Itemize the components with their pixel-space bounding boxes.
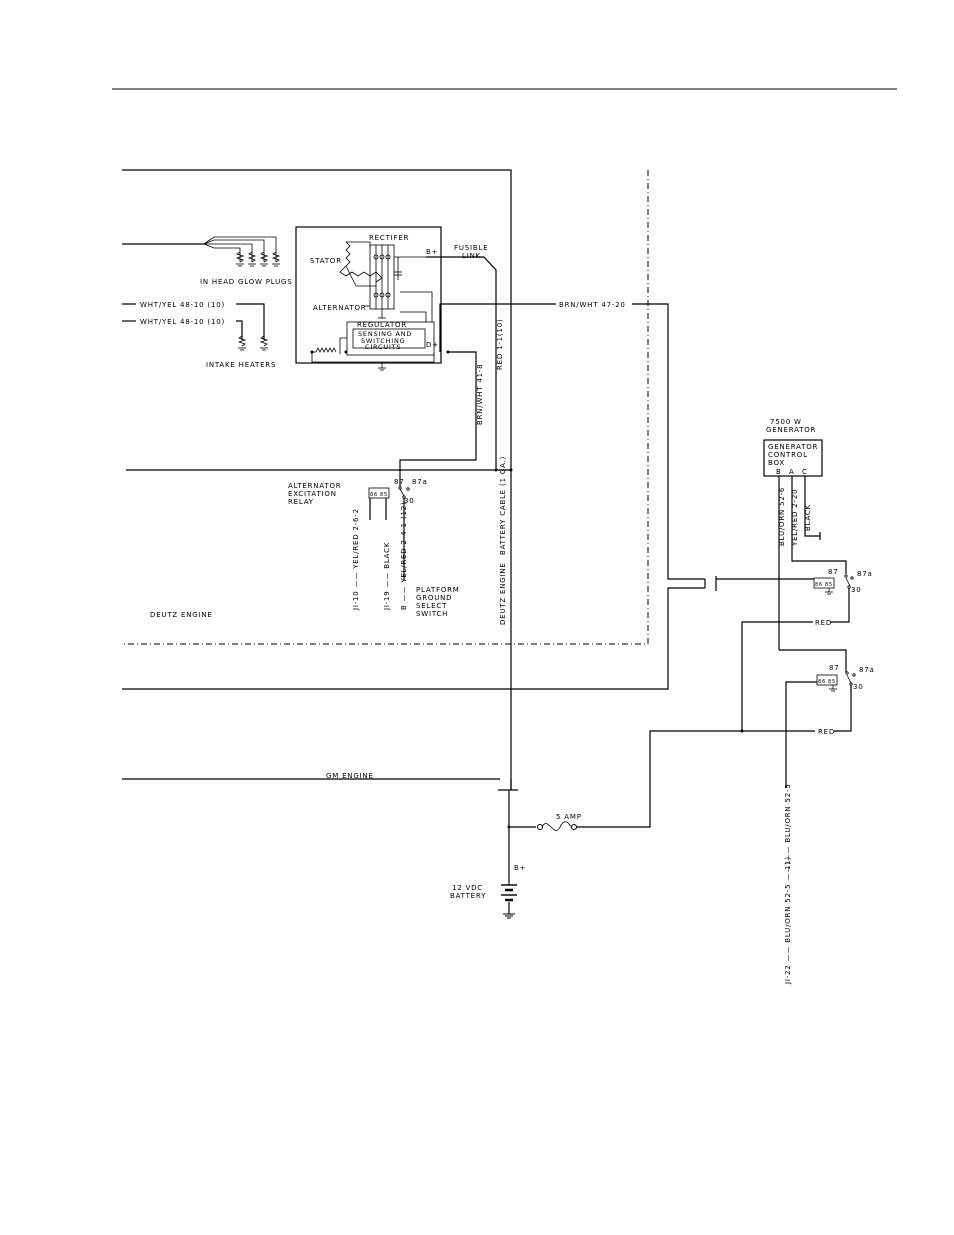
fuse-terminal-right	[571, 824, 577, 830]
generator-title-line1: 7500 W	[770, 418, 802, 426]
gen-relay-upper-86: 86	[815, 582, 823, 588]
glow-plugs-label: IN HEAD GLOW PLUGS	[200, 278, 293, 286]
sensing-line1: SENSING AND	[358, 330, 412, 338]
relay-term-87a: 87a	[412, 478, 428, 486]
deutz-engine-label: DEUTZ ENGINE	[150, 611, 213, 619]
fusible-line1: FUSIBLE	[454, 244, 488, 252]
fusible-link: FUSIBLE LINK RED 1-1(10)	[426, 244, 504, 470]
stator-coil	[339, 241, 383, 283]
generator-control-box: 7500 W GENERATOR GENERATOR CONTROL BOX B…	[763, 418, 847, 650]
wire-black-label: BLACK	[804, 504, 812, 531]
wire-2-20-label: YEL/RED 2-20	[791, 489, 799, 547]
field-coil	[315, 347, 337, 353]
relay-name-line3: RELAY	[288, 498, 314, 506]
relay-term-87: 87	[394, 478, 405, 486]
battery-symbol	[501, 884, 517, 919]
red-1-label: RED	[815, 619, 832, 627]
fuse-5amp-label: 5 AMP	[556, 813, 582, 821]
sensing-circuits-box	[352, 328, 426, 349]
alternator-excitation-relay: ALTERNATOR EXCITATION RELAY 86 85 87 87a…	[126, 456, 513, 618]
fuse-terminal-left	[537, 824, 543, 830]
intake-heaters-label: INTAKE HEATERS	[206, 361, 276, 369]
gen-relay-lower-86: 86	[818, 679, 826, 685]
regulator-label: REGULATOR	[357, 321, 407, 329]
wire-48-10-b-label: WHT/YEL 48-10 (10)	[140, 318, 225, 326]
platform-line1: PLATFORM	[416, 586, 460, 594]
b-plus-alternator-label: B+	[426, 248, 438, 256]
relay-term-86: 86	[370, 492, 378, 498]
wire-47-20: BRN/WHT 47-20 BRN/WHT 41-8	[399, 301, 706, 588]
stator-label: STATOR	[310, 257, 342, 265]
platform-line3: SELECT	[416, 602, 447, 610]
deutz-engine-region: DEUTZ ENGINE DEUTZ ENGINE	[122, 169, 649, 790]
gen-relay-upper-87a: 87a	[857, 570, 873, 578]
gen-relay-upper-87: 87	[828, 568, 839, 576]
relay-name-line1: ALTERNATOR	[288, 482, 341, 490]
wire-52-5-top-label: 1)—— BLU/ORN 52-5	[784, 783, 792, 870]
battery-line1: 12 VDC	[452, 884, 483, 892]
relay-term-30: 30	[404, 497, 415, 505]
wire-41-8-label: BRN/WHT 41-8	[476, 364, 484, 425]
glow-plugs: IN HEAD GLOW PLUGS	[122, 236, 293, 286]
relay-coil-box	[368, 487, 390, 499]
gcb-pin-b: B	[776, 468, 782, 476]
platform-line2: GROUND	[416, 594, 452, 602]
gcb-pin-c: C	[802, 468, 808, 476]
sensing-line3: CIRCUITS	[365, 343, 401, 351]
red-2-label: RED	[818, 728, 835, 736]
wire-52-5-bottom-label: JI-22 —— BLU/ORN 52-5 ——1)	[784, 856, 792, 985]
gcb-line1: GENERATOR	[768, 443, 818, 451]
fusible-line2: LINK	[462, 252, 481, 260]
gcb-line3: BOX	[768, 459, 785, 467]
gm-engine-label: GM ENGINE	[326, 772, 374, 780]
battery-circuit: 5 AMP B+ 12 VDC BATTERY	[450, 779, 582, 919]
engine-harness-lines: GM ENGINE	[122, 576, 814, 780]
generator-relay-lower: 86 85 87 87a 30 RED 1)—— BLU/ORN 52-5 JI…	[576, 649, 875, 985]
deutz-engine-vertical-label: DEUTZ ENGINE	[499, 562, 507, 625]
generator-relay-upper: 86 85 87 87a 30 RED	[741, 568, 873, 731]
alternator-label: ALTERNATOR	[313, 304, 366, 312]
wire-48-10-a-label: WHT/YEL 48-10 (10)	[140, 301, 225, 309]
gen-relay-upper-30: 30	[851, 586, 862, 594]
battery-line2: BATTERY	[450, 892, 486, 900]
generator-title-line2: GENERATOR	[766, 426, 816, 434]
gen-relay-lower-87a: 87a	[859, 666, 875, 674]
gen-relay-lower-85: 85	[828, 679, 836, 685]
b-plus-battery-label: B+	[514, 864, 526, 872]
relay-name-line2: EXCITATION	[288, 490, 337, 498]
battery-cable-label: BATTERY CABLE (1 GA.)	[499, 456, 507, 555]
relay-term-85: 85	[380, 492, 388, 498]
d-plus-label: D+	[426, 341, 439, 349]
gen-relay-lower-87: 87	[829, 664, 840, 672]
wire-ji19-label: JI-19 —— BLACK	[383, 542, 391, 611]
platform-line4: SWITCH	[416, 610, 448, 618]
alternator-assembly: RECTIFER STATOR ALTERNATOR B+ REGULATOR …	[295, 226, 442, 371]
fuse-5amp	[541, 821, 573, 831]
wire-2-4-1-label: B —— YEL/RED 2-4-1 (12)	[400, 501, 408, 610]
wire-47-20-label: BRN/WHT 47-20	[559, 301, 626, 309]
gen-relay-upper-85: 85	[825, 582, 833, 588]
wire-ji10-label: JI-10 —— YEL/RED 2-6-2	[352, 508, 360, 611]
sensing-line2: SWITCHING	[361, 337, 406, 345]
wire-52-6-label: BLU/ORN 52-6	[778, 487, 786, 546]
gen-relay-lower-30: 30	[853, 683, 864, 691]
wire-red-1-1-label: RED 1-1(10)	[496, 318, 504, 370]
gcb-pin-a: A	[789, 468, 795, 476]
gcb-line2: CONTROL	[768, 451, 808, 459]
intake-heaters: WHT/YEL 48-10 (10) WHT/YEL 48-10 (10) IN…	[122, 301, 276, 369]
rectifier-label: RECTIFER	[369, 234, 409, 242]
